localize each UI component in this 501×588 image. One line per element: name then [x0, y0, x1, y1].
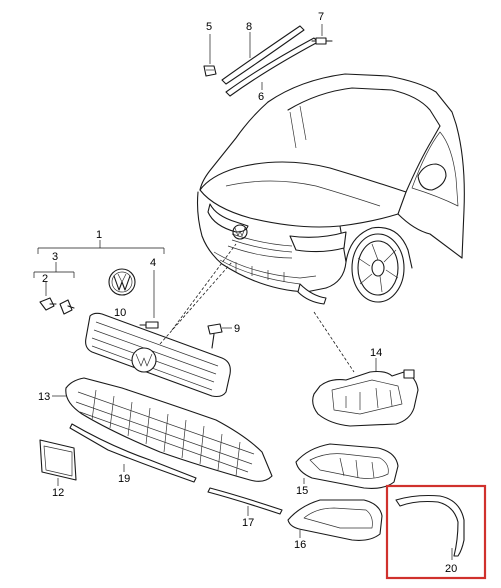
lower-grille	[52, 377, 273, 483]
highlight-box	[385, 484, 487, 580]
label-1: 1	[96, 229, 102, 241]
screw-part-9	[207, 323, 232, 349]
label-13: 13	[38, 391, 50, 403]
vw-logo-icon	[108, 268, 136, 296]
label-4: 4	[150, 257, 156, 269]
label-9: 9	[234, 323, 240, 335]
car-illustration	[196, 73, 465, 305]
upper-grille	[37, 240, 237, 398]
roof-trim-parts	[203, 24, 333, 97]
label-20: 20	[445, 563, 457, 575]
clips-part-2	[33, 262, 75, 315]
label-7: 7	[318, 11, 324, 23]
label-19: 19	[118, 473, 130, 485]
label-17: 17	[242, 517, 254, 529]
label-2: 2	[42, 273, 48, 285]
screw-part-4	[139, 270, 159, 329]
label-15: 15	[296, 485, 308, 497]
trim-part-16	[287, 499, 383, 541]
label-3: 3	[52, 251, 58, 263]
bracket-part-14	[312, 311, 419, 427]
trim-strip-part-20	[395, 494, 465, 560]
label-6: 6	[258, 91, 264, 103]
label-14: 14	[370, 347, 382, 359]
trim-strip-17	[207, 487, 283, 516]
label-8: 8	[246, 21, 252, 33]
label-10: 10	[114, 307, 126, 319]
label-12: 12	[52, 487, 64, 499]
fog-cover-part-15	[295, 443, 399, 489]
license-plate-bracket	[39, 439, 77, 486]
label-16: 16	[294, 539, 306, 551]
label-5: 5	[206, 21, 212, 33]
